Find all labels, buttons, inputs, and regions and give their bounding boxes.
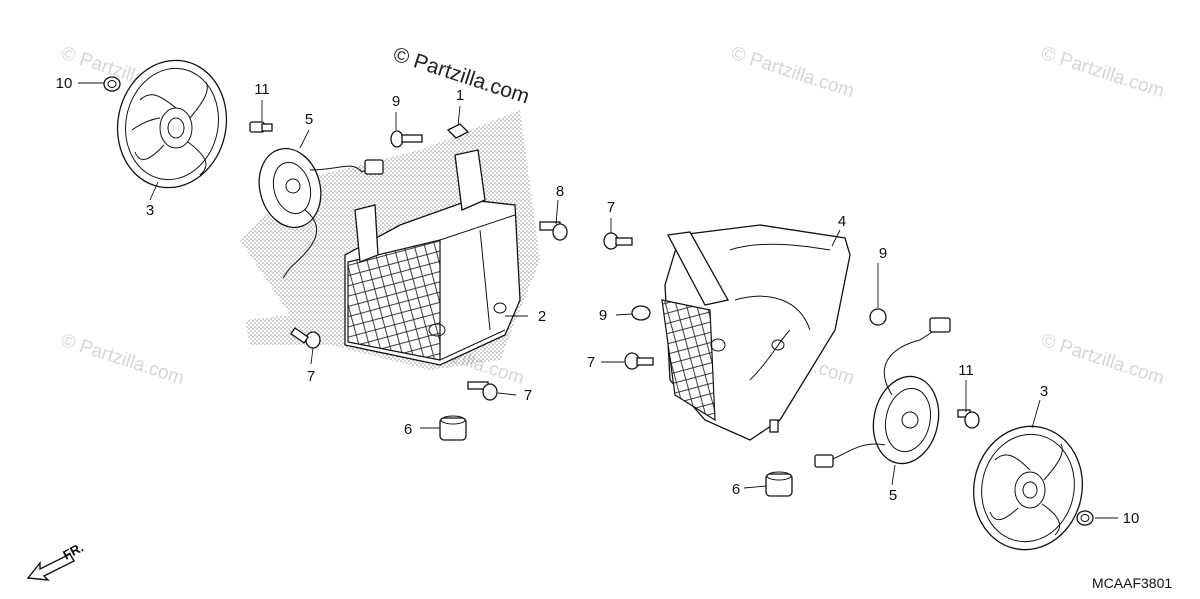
right-fan (972, 425, 1084, 551)
right-assembly (603, 224, 1094, 551)
right-bolt-11 (957, 409, 980, 429)
callout-label: 5 (889, 487, 897, 504)
left-motor (258, 147, 384, 279)
callout-label: 7 (587, 354, 595, 371)
right-rubber-6 (765, 471, 793, 497)
left-rubber-6 (439, 415, 467, 441)
left-shroud (344, 149, 521, 366)
callout-label: 6 (732, 481, 740, 498)
callout-label: 5 (305, 111, 313, 128)
watermark-text: © Partzilla.com (728, 43, 856, 103)
left-bolt-8 (539, 221, 568, 241)
diagram-code: MCAAF3801 (1092, 575, 1172, 591)
watermark-text: © Partzilla.com (1038, 330, 1166, 390)
right-bolt-7b (624, 352, 654, 370)
callout-label: 7 (607, 199, 615, 216)
watermark-text: © Partzilla.com (58, 330, 186, 390)
callout-label: 9 (599, 307, 607, 324)
left-fan-nut (103, 76, 121, 92)
callout-labels: 10 3 11 5 9 1 8 2 7 7 6 7 9 7 4 9 11 3 1… (56, 75, 1140, 527)
right-bolt-7a (603, 232, 633, 250)
right-shroud (661, 224, 851, 441)
callout-label: 11 (254, 81, 270, 98)
callout-label: 9 (392, 93, 400, 110)
left-bolt-11 (249, 121, 273, 133)
right-motor (814, 317, 951, 468)
left-bolt-7a (290, 327, 321, 349)
front-direction-indicator: FR. (26, 540, 86, 581)
callout-label: 3 (1040, 383, 1048, 400)
right-bolt-9b (869, 308, 887, 326)
callout-label: 4 (838, 213, 846, 230)
callout-label: 3 (146, 202, 154, 219)
left-fan (116, 59, 228, 189)
callout-label: 6 (404, 421, 412, 438)
leader-lines (78, 82, 1118, 519)
callout-label: 2 (538, 308, 546, 325)
watermark-layer: © Partzilla.com © Partzilla.com © Partzi… (58, 43, 1166, 390)
callout-label: 9 (879, 245, 887, 262)
left-clip-1 (446, 123, 470, 139)
callout-label: 10 (56, 75, 73, 92)
callout-label: 7 (524, 387, 532, 404)
callout-label: 8 (556, 183, 564, 200)
left-assembly (103, 59, 568, 441)
callout-label: 10 (1123, 510, 1140, 527)
left-bolt-9 (390, 130, 423, 148)
callout-label: 1 (456, 87, 464, 104)
callout-label: 11 (958, 362, 974, 379)
callout-label: 7 (307, 368, 315, 385)
right-fan-nut (1076, 510, 1094, 526)
arrow-icon (26, 553, 75, 581)
watermark-text: © Partzilla.com (1038, 43, 1166, 103)
left-bolt-7b (467, 381, 498, 401)
right-bolt-9a (631, 305, 651, 321)
